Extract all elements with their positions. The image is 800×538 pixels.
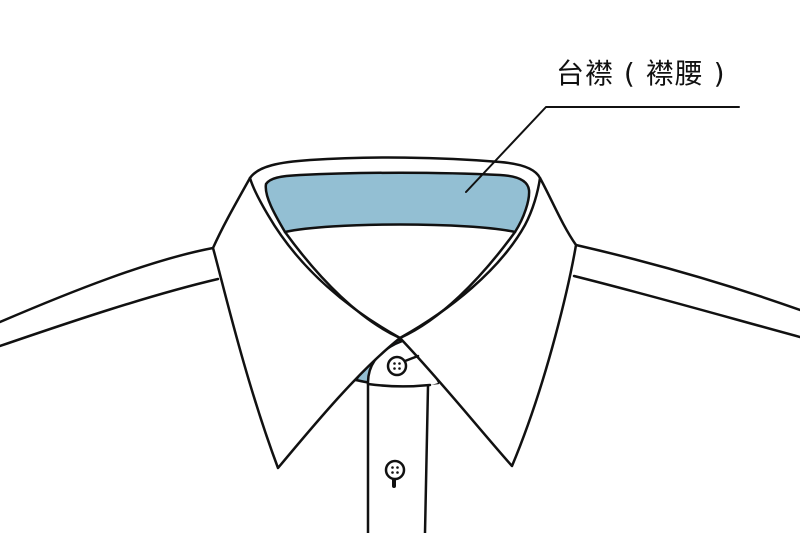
callout-label: 台襟 ( 襟腰 ) — [556, 57, 726, 90]
collar-leaf-left — [211, 176, 402, 470]
placket-button — [384, 459, 406, 488]
right-shoulder — [572, 243, 800, 339]
collar-top-edge — [248, 156, 542, 180]
collar-inner-right-edge — [398, 230, 517, 340]
collar-leaf-right — [398, 176, 578, 468]
left-shoulder — [0, 246, 220, 348]
callout-leader-line — [465, 106, 740, 193]
collar-inner-left-edge — [283, 230, 402, 340]
collar-band — [264, 171, 531, 234]
inner-neck — [285, 224, 515, 338]
collar-button — [386, 354, 420, 377]
